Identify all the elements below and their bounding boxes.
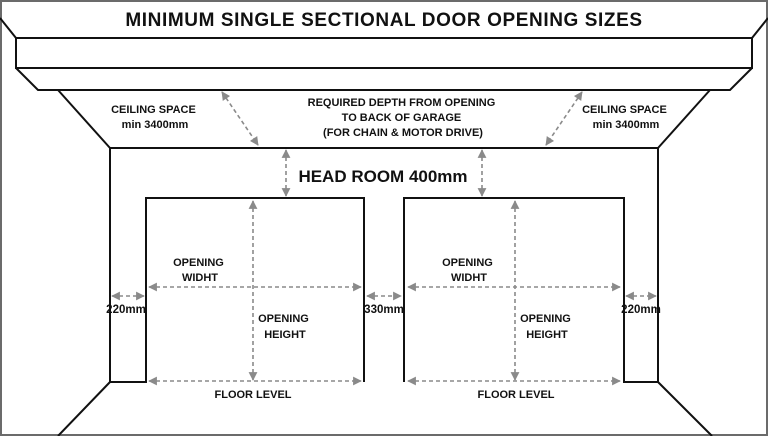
required-depth-label: REQUIRED DEPTH FROM OPENING TO BACK OF G… [308, 97, 499, 139]
left-opening-height-label: OPENING HEIGHT [258, 313, 312, 341]
diagram-title: MINIMUM SINGLE SECTIONAL DOOR OPENING SI… [125, 10, 642, 31]
garage-walls [0, 17, 768, 436]
ceiling-beam [15, 37, 753, 91]
left-floor-level-label: FLOOR LEVEL [215, 389, 292, 401]
ceiling-space-right-label: CEILING SPACE min 3400mm [582, 104, 670, 131]
right-opening-height-label: OPENING HEIGHT [520, 313, 574, 341]
left-opening-width-label: OPENING WIDHT [173, 257, 227, 284]
ceiling-space-left-label: CEILING SPACE min 3400mm [111, 104, 199, 131]
left-door-opening [110, 197, 365, 383]
right-opening-width-label: OPENING WIDHT [442, 257, 496, 284]
dimension-arrows [111, 91, 657, 386]
right-door-opening [403, 197, 658, 383]
left-side-clearance-label: 220mm [106, 304, 146, 316]
right-floor-level-label: FLOOR LEVEL [478, 389, 555, 401]
ceiling-space-left-arrow [221, 91, 259, 146]
head-room-label: HEAD ROOM 400mm [298, 167, 467, 186]
ceiling-space-right-arrow [545, 91, 583, 146]
right-side-clearance-label: 220mm [621, 304, 661, 316]
center-mullion-label: 330mm [364, 304, 404, 316]
